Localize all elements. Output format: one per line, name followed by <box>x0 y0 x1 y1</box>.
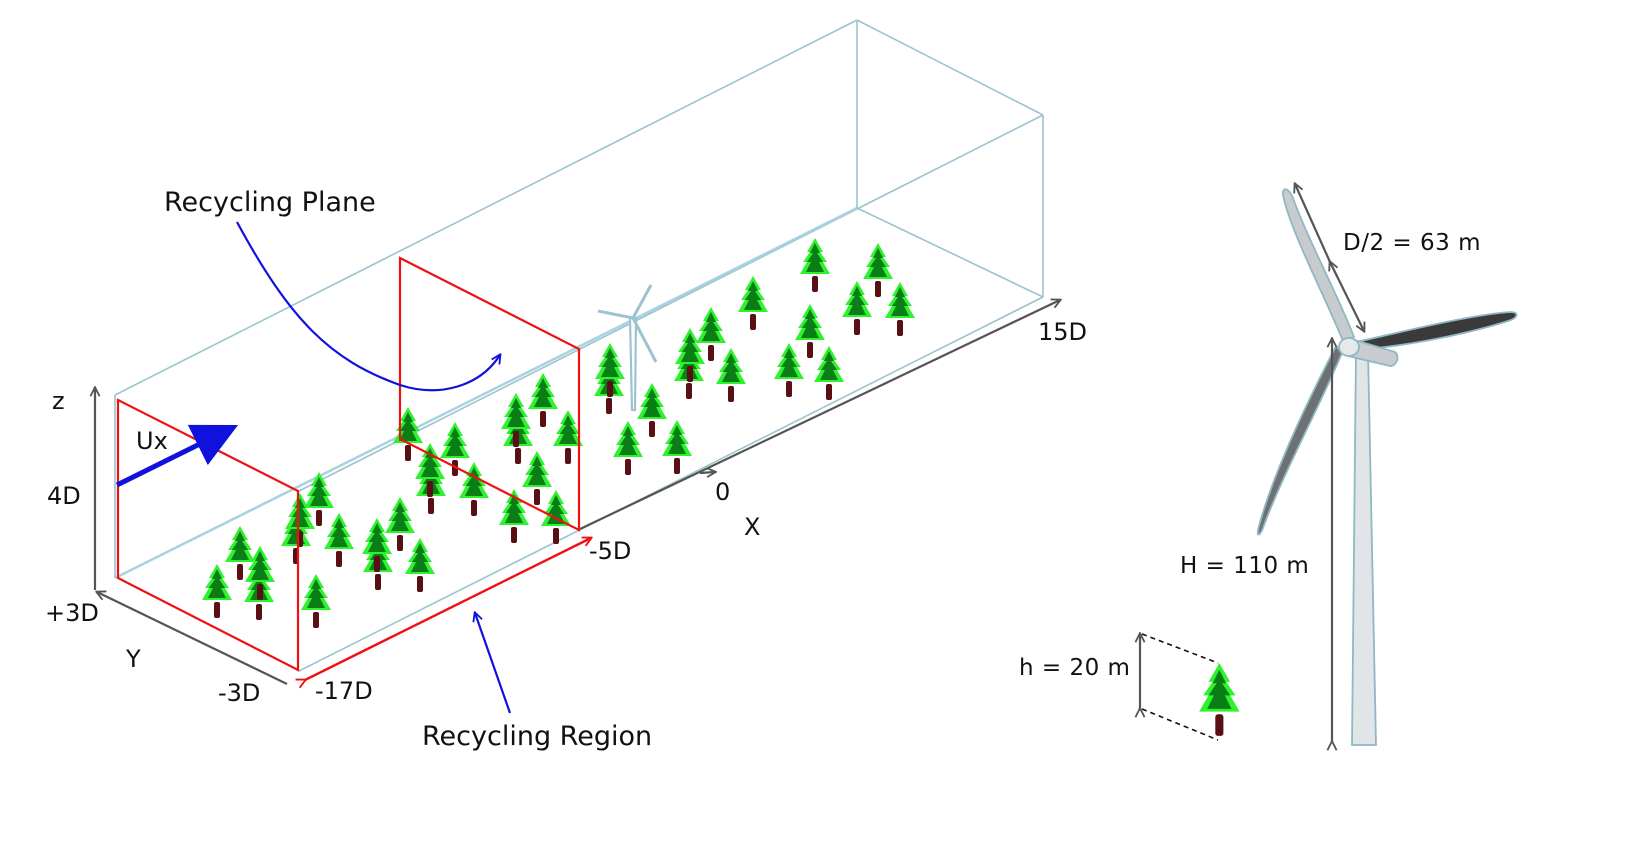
wind-turbine-icon <box>1256 188 1518 746</box>
pine-tree-icon <box>738 276 768 330</box>
rotor-radius-label: D/2 = 63 m <box>1343 230 1481 256</box>
y-axis-label: Y <box>125 645 141 673</box>
pine-tree-icon <box>202 564 232 618</box>
pine-tree-icon <box>385 497 415 551</box>
turbine-blade-right <box>1350 311 1518 351</box>
tree-scale-icon <box>1199 663 1240 736</box>
recycling-region-annotation-arrow <box>475 613 512 714</box>
x-zero-label: 0 <box>715 478 730 506</box>
pine-tree-icon <box>795 304 825 358</box>
pine-tree-icon <box>393 407 423 461</box>
pine-tree-icon <box>814 346 844 400</box>
turbine-dimensions <box>1140 184 1364 742</box>
rotor-radius-arrow <box>1295 184 1330 262</box>
tree-height-guide-bottom <box>1141 708 1219 741</box>
pine-tree-icon <box>405 538 435 592</box>
pine-tree-icon <box>716 348 746 402</box>
pine-tree-icon <box>842 281 872 335</box>
z-height-label: 4D <box>47 482 81 510</box>
axes <box>95 300 1060 685</box>
ux-flow-arrow <box>115 424 239 488</box>
pine-tree-icon <box>301 574 331 628</box>
box-back-bottom-edge <box>114 206 858 580</box>
y-axis-arrow <box>97 592 288 685</box>
pine-tree-icon <box>885 282 915 336</box>
domain-labels: Recycling Plane Recycling Region Ux z 4D… <box>45 187 1087 752</box>
ux-label: Ux <box>136 427 168 455</box>
pine-tree-icon <box>774 343 804 397</box>
pine-tree-icon <box>522 451 552 505</box>
hub-height-label: H = 110 m <box>1180 553 1309 579</box>
z-axis-label: z <box>52 387 65 415</box>
y-plus-label: +3D <box>45 599 99 627</box>
turbine-hub <box>1338 337 1360 357</box>
x-axis-label: X <box>744 513 760 541</box>
recycling-plane-outline <box>398 256 581 532</box>
box-outlet-top <box>856 19 1044 116</box>
recycling-plane-annotation-arrow <box>236 221 500 392</box>
box-front-bottom-edge <box>298 296 1044 672</box>
pine-tree-icon <box>324 513 354 567</box>
box-front-top-edge <box>114 19 858 396</box>
recycling-region-label: Recycling Region <box>422 721 652 752</box>
recycling-plane-label: Recycling Plane <box>164 187 376 218</box>
y-minus-label: -3D <box>218 679 260 707</box>
pine-tree-icon <box>696 307 726 361</box>
x-axis-tick-0 <box>699 472 715 473</box>
turbine-blade-upper <box>1282 188 1356 343</box>
pine-tree-icon <box>800 238 830 292</box>
rotor-radius-arrow-lower <box>1329 261 1364 331</box>
box-back-top-edge <box>298 114 1044 492</box>
pine-tree-icon <box>528 373 558 427</box>
domain-turbine-icon <box>597 284 658 412</box>
pine-tree-icon <box>613 421 643 475</box>
turbine-tower <box>1351 349 1377 746</box>
box-outlet-bottom <box>856 207 1044 298</box>
pine-tree-icon <box>637 383 667 437</box>
turbine-labels: D/2 = 63 m H = 110 m h = 20 m <box>1019 230 1481 681</box>
x-axis-arrow-upper <box>579 300 1060 530</box>
pine-tree-icon <box>225 526 255 580</box>
tree-height-guide-top <box>1141 633 1219 664</box>
turbine-blade-lower <box>1256 344 1344 536</box>
x-recycle-label: -5D <box>589 537 631 565</box>
pine-tree-icon <box>662 420 692 474</box>
turbine-nacelle <box>1347 336 1399 367</box>
tree-height-label: h = 20 m <box>1019 655 1130 681</box>
x-start-label: -17D <box>315 677 373 705</box>
recycling-region-arrow <box>305 538 591 680</box>
x-end-label: 15D <box>1038 318 1087 346</box>
pine-tree-icon <box>863 243 893 297</box>
